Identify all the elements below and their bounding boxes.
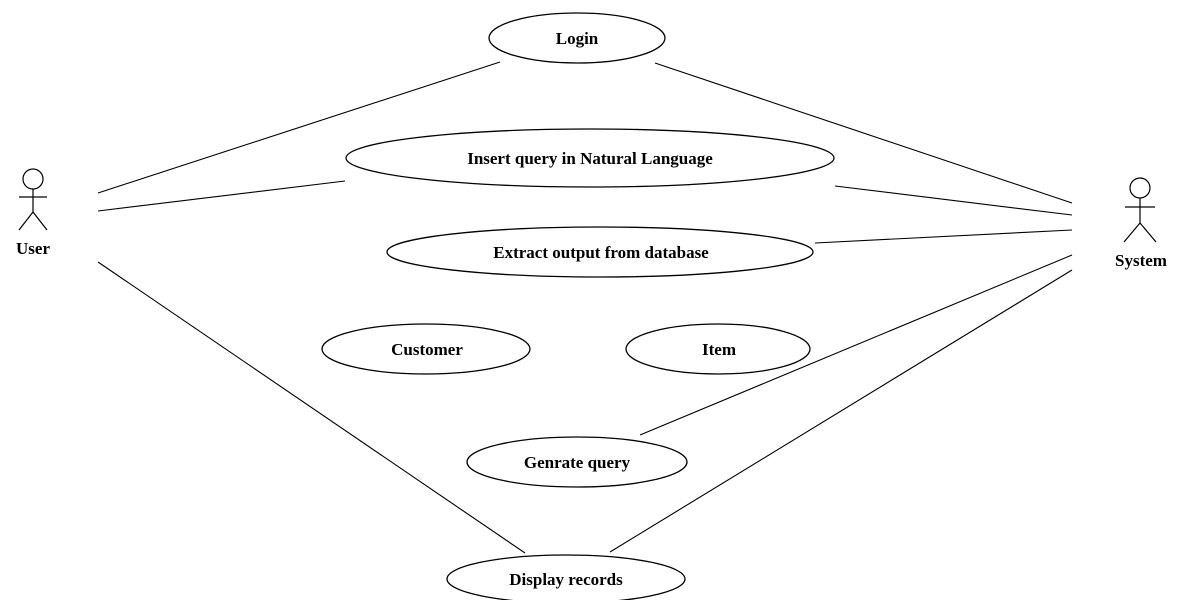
use-case-generate-query-label: Genrate query <box>524 453 631 472</box>
association-system-generate-query <box>639 254 1073 436</box>
use-case-extract-output-ellipse <box>386 226 814 278</box>
use-case-insert-query-label: Insert query in Natural Language <box>467 149 713 168</box>
association-user-login <box>97 61 501 194</box>
use-case-customer-ellipse <box>321 323 531 375</box>
actor-user-right-leg <box>32 211 48 231</box>
use-case-customer: Customer <box>321 323 531 375</box>
actor-system: System <box>1115 177 1167 270</box>
use-case-item: Item <box>625 323 811 375</box>
association-system-insert-query <box>834 185 1073 216</box>
association-user-display-records <box>97 261 526 554</box>
use-case-display-records-ellipse <box>446 554 686 600</box>
use-case-display-records-label: Display records <box>509 570 623 589</box>
actor-system-head <box>1129 177 1151 199</box>
use-case-display-records: Display records <box>446 554 686 600</box>
actor-user-left-leg <box>18 211 34 231</box>
use-case-extract-output: Extract output from database <box>386 226 814 278</box>
use-case-generate-query-ellipse <box>466 436 688 488</box>
use-case-customer-label: Customer <box>391 340 463 359</box>
use-case-generate-query: Genrate query <box>466 436 688 488</box>
association-system-display-records <box>609 269 1073 553</box>
association-system-extract-output <box>814 229 1073 244</box>
use-case-login: Login <box>488 12 666 64</box>
use-case-item-ellipse <box>625 323 811 375</box>
use-case-insert-query: Insert query in Natural Language <box>345 128 835 188</box>
use-case-insert-query-ellipse <box>345 128 835 188</box>
use-case-login-label: Login <box>556 29 599 48</box>
association-system-login <box>654 62 1073 204</box>
actor-user-label: User <box>16 239 50 258</box>
actor-system-right-leg <box>1139 222 1157 243</box>
use-case-extract-output-label: Extract output from database <box>493 243 709 262</box>
actor-system-label: System <box>1115 251 1167 270</box>
use-case-item-label: Item <box>702 340 736 359</box>
actor-user: User <box>16 168 50 258</box>
association-user-insert-query <box>97 180 346 212</box>
actor-system-left-leg <box>1123 222 1141 243</box>
actor-user-head <box>22 168 44 190</box>
associations <box>97 61 1073 554</box>
use-case-login-ellipse <box>488 12 666 64</box>
